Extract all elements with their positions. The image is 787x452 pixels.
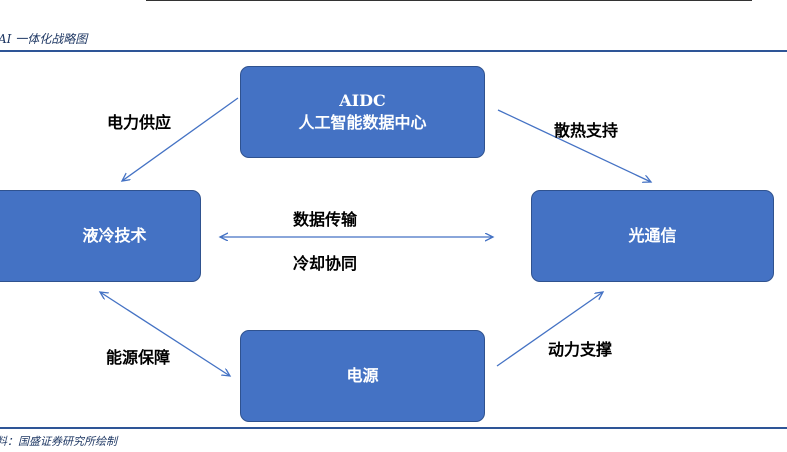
caption-divider — [0, 50, 787, 52]
label-energy-guarantee: 能源保障 — [106, 348, 171, 367]
liquid-cooling-node-label: 液冷技术 — [82, 226, 147, 245]
figure-caption: AI 一体化战略图 — [0, 32, 88, 46]
arrow-power-to-optical — [496, 292, 603, 367]
liquid-cooling-node: 液冷技术 — [0, 190, 201, 282]
label-heat-support: 散热支持 — [554, 121, 619, 140]
label-cooling-coordination: 冷却协同 — [293, 254, 358, 273]
arrow-aidc-to-liquid-cooling — [122, 97, 239, 181]
arrow-liquid-cooling-power — [100, 292, 230, 376]
source-divider — [0, 427, 787, 429]
aidc-node-title: AIDC — [339, 91, 386, 110]
optical-node-label: 光通信 — [628, 226, 677, 245]
aidc-node-subtitle: 人工智能数据中心 — [298, 113, 427, 132]
top-divider — [146, 0, 752, 1]
power-node-label: 电源 — [346, 366, 379, 385]
label-power-supply: 电力供应 — [107, 113, 172, 132]
aidc-node: AIDC 人工智能数据中心 — [240, 66, 485, 158]
optical-node: 光通信 — [531, 190, 774, 282]
label-power-support: 动力支撑 — [548, 340, 613, 359]
arrow-aidc-to-optical — [497, 109, 651, 182]
power-node: 电源 — [240, 330, 485, 422]
source-note: 料：国盛证券研究所绘制 — [0, 435, 117, 448]
label-data-transfer: 数据传输 — [293, 210, 358, 229]
